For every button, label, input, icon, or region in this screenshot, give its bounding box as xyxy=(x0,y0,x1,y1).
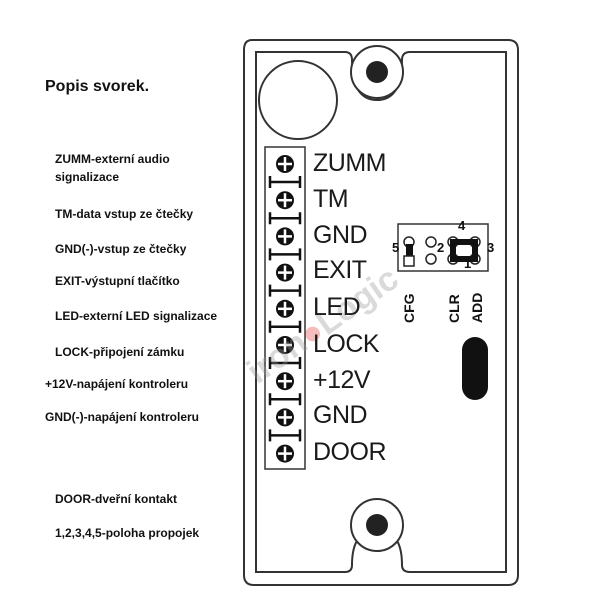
desc-led: LED-externí LED signalizace xyxy=(55,309,218,323)
terminal-divider xyxy=(268,248,302,261)
desc-tm: TM-data vstup ze čtečky xyxy=(55,207,194,221)
desc-zumm: ZUMM-externí audio signalizace xyxy=(55,152,170,184)
slot-oval xyxy=(462,337,488,400)
jumper-cfg xyxy=(406,244,413,262)
label-cfg: CFG xyxy=(401,293,417,323)
desc-jumpers: 1,2,3,4,5-poloha propojek xyxy=(55,526,200,540)
terminal-divider xyxy=(268,357,302,369)
terminal-divider xyxy=(268,320,302,333)
desc-12v: +12V-napájení kontroleru xyxy=(45,377,189,391)
page-title: Popis svorek. xyxy=(45,78,150,95)
terminal-led: LED xyxy=(313,293,361,321)
terminal-exit: EXIT xyxy=(313,256,367,284)
pin-1: 1 xyxy=(464,256,472,271)
pin-2: 2 xyxy=(437,240,445,255)
terminal-lock: LOCK xyxy=(313,330,380,358)
pin-4: 4 xyxy=(458,218,466,233)
terminal-12v: +12V xyxy=(313,366,371,394)
terminal-door: DOOR xyxy=(313,438,387,466)
pin-3: 3 xyxy=(487,240,495,255)
desc-door: DOOR-dveřní kontakt xyxy=(55,492,178,506)
label-clr: CLR xyxy=(446,294,462,323)
bottom-screw-icon xyxy=(366,514,388,536)
terminal-divider xyxy=(268,393,302,406)
terminal-zumm: ZUMM xyxy=(313,149,386,177)
buzzer-circle xyxy=(258,60,338,140)
terminal-divider xyxy=(268,429,302,442)
desc-exit: EXIT-výstupní tlačítko xyxy=(55,274,180,288)
terminal-tm: TM xyxy=(313,185,349,213)
top-screw-icon xyxy=(366,61,388,83)
terminal-gnd2: GND xyxy=(313,401,368,429)
terminal-divider xyxy=(268,284,302,297)
desc-gnd-power: GND(-)-napájení kontroleru xyxy=(45,410,200,424)
desc-gnd-reader: GND(-)-vstup ze čtečky xyxy=(55,242,187,256)
pin-5: 5 xyxy=(392,240,400,255)
terminal-divider xyxy=(268,212,302,225)
label-add: ADD xyxy=(469,292,485,323)
terminal-divider xyxy=(268,176,302,188)
jumper-square xyxy=(450,239,478,262)
desc-lock: LOCK-připojení zámku xyxy=(55,345,185,359)
terminal-gnd1: GND xyxy=(313,221,368,249)
